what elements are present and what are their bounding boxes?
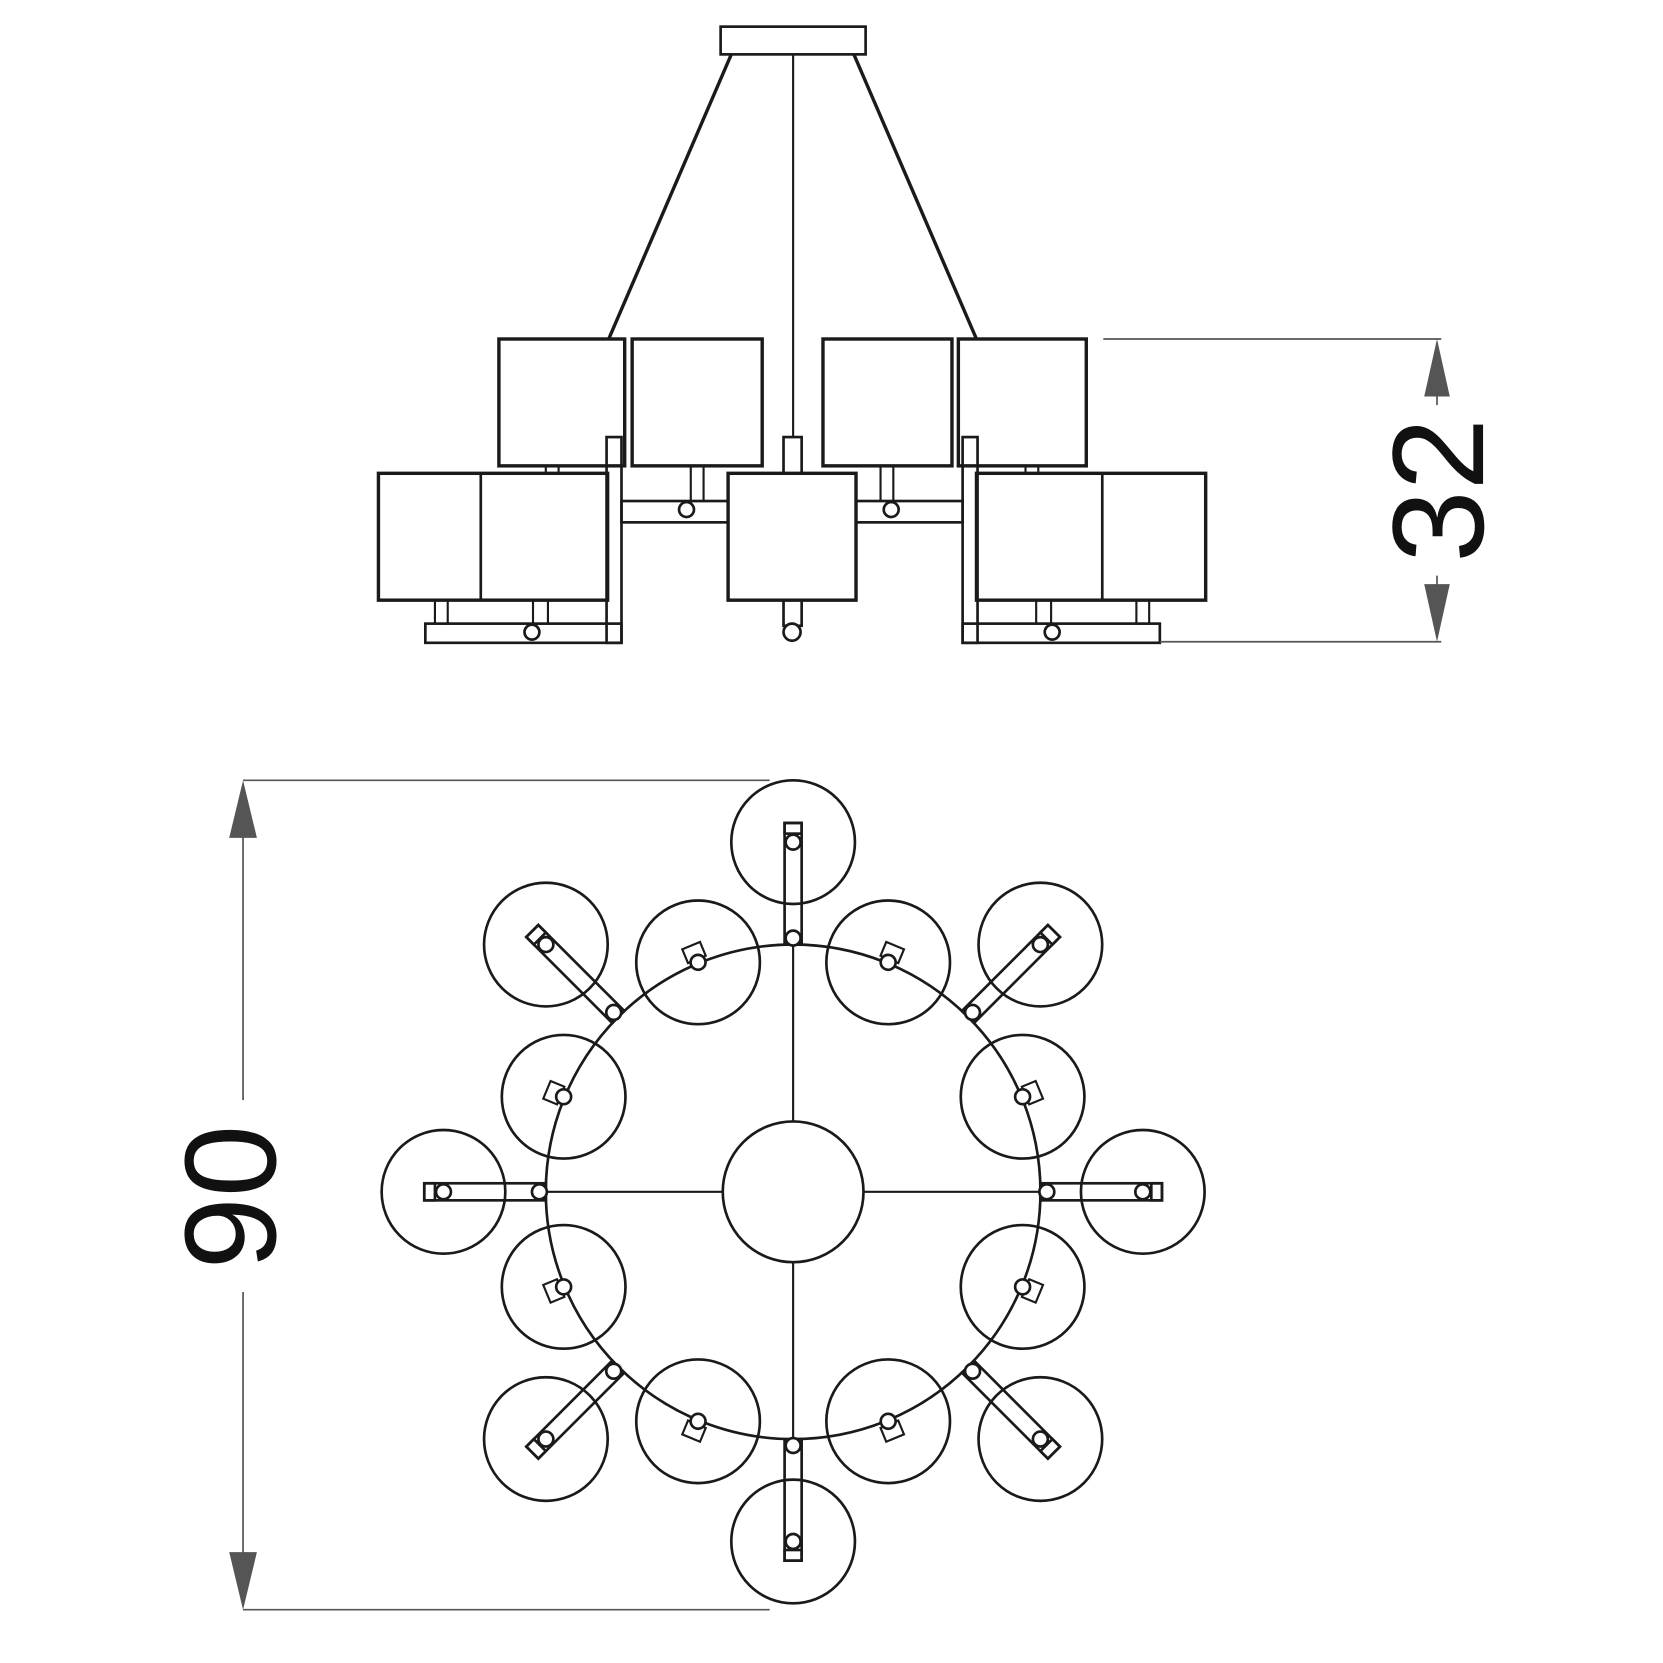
outer-arm-cap (783, 1548, 803, 1562)
outer-shade (482, 881, 610, 1008)
diameter-arrow-top (229, 780, 257, 838)
outer-shade (977, 881, 1104, 1008)
height-label: 32 (1365, 418, 1511, 563)
frame-bottom-bar-right (961, 622, 1162, 645)
finial-knob (1043, 623, 1061, 641)
arm-joint (963, 1003, 982, 1022)
inner-shade (634, 899, 762, 1026)
ceiling-canopy (719, 25, 867, 56)
plan-central-hub (721, 1120, 865, 1264)
inner-socket (879, 1412, 897, 1431)
upper-shade (630, 337, 764, 468)
diameter-arrow-bottom (229, 1552, 257, 1610)
shade-holder (531, 599, 550, 625)
inner-shade (825, 899, 952, 1026)
inner-shade (500, 1033, 627, 1160)
inner-shade (959, 1033, 1086, 1160)
arm-joint (530, 1183, 549, 1201)
shade-holder (433, 599, 449, 625)
inner-shade (634, 1358, 762, 1485)
outer-shade (729, 778, 857, 906)
inner-shade (959, 1223, 1086, 1351)
frame-arm-right (854, 499, 964, 524)
finial-knob (677, 500, 696, 519)
outer-shade (977, 1375, 1104, 1503)
arm-joint (604, 1003, 623, 1022)
lower-shade-pair-right (974, 471, 1208, 602)
inner-socket (689, 1412, 707, 1431)
outer-shade (380, 1128, 507, 1255)
upper-shade (821, 337, 954, 468)
height-dimension: 32 (1103, 338, 1511, 643)
plan-view (380, 778, 1206, 1605)
upper-shade (956, 337, 1088, 468)
arm-joint (604, 1362, 623, 1381)
outer-arm-cap (422, 1181, 437, 1202)
outer-socket (537, 1430, 555, 1448)
diameter-label: 90 (157, 1125, 303, 1270)
shade-holder (1135, 599, 1151, 625)
shade-holder (1035, 599, 1053, 625)
arm-joint (784, 1436, 802, 1455)
upper-shade (497, 337, 627, 468)
outer-arm-cap (1149, 1181, 1164, 1202)
frame-bottom-bar-left (424, 622, 623, 645)
diameter-dimension: 90 (157, 779, 770, 1611)
outer-socket (434, 1183, 453, 1201)
inner-socket (879, 953, 897, 972)
inner-shade (500, 1223, 627, 1351)
finial-knob (782, 622, 802, 643)
inner-socket (1013, 1278, 1032, 1296)
arm-joint (784, 929, 802, 947)
inner-shade (825, 1358, 952, 1485)
lower-shade-pair-left (376, 471, 610, 602)
outer-arm-cap (783, 821, 803, 835)
outer-socket (784, 1532, 802, 1551)
elevation-view (376, 25, 1208, 645)
outer-socket (1031, 1430, 1050, 1448)
lower-shade-center (726, 471, 858, 602)
suspension-cable-left (607, 53, 733, 340)
arm-joint (1038, 1183, 1056, 1201)
shade-holder (689, 464, 705, 503)
frame-arm-left (620, 499, 730, 524)
inner-socket (1013, 1087, 1032, 1106)
outer-socket (1031, 935, 1050, 954)
frame-post-center-bottom (782, 598, 803, 628)
finial-knob (523, 623, 541, 641)
shade-holder (879, 464, 895, 503)
outer-socket (784, 833, 802, 851)
outer-shade (729, 1478, 857, 1605)
outer-socket (537, 935, 555, 954)
inner-socket (689, 953, 707, 972)
outer-shade (1079, 1128, 1206, 1255)
inner-socket (554, 1087, 573, 1106)
outer-shade (482, 1375, 610, 1503)
finial-knob (882, 500, 900, 519)
height-arrow-top (1424, 338, 1450, 397)
arm-joint (963, 1362, 982, 1381)
outer-socket (1133, 1183, 1152, 1201)
height-arrow-bottom (1424, 584, 1450, 642)
frame-post-center-top (782, 435, 803, 475)
inner-socket (554, 1278, 573, 1296)
suspension-cable-right (852, 53, 979, 340)
